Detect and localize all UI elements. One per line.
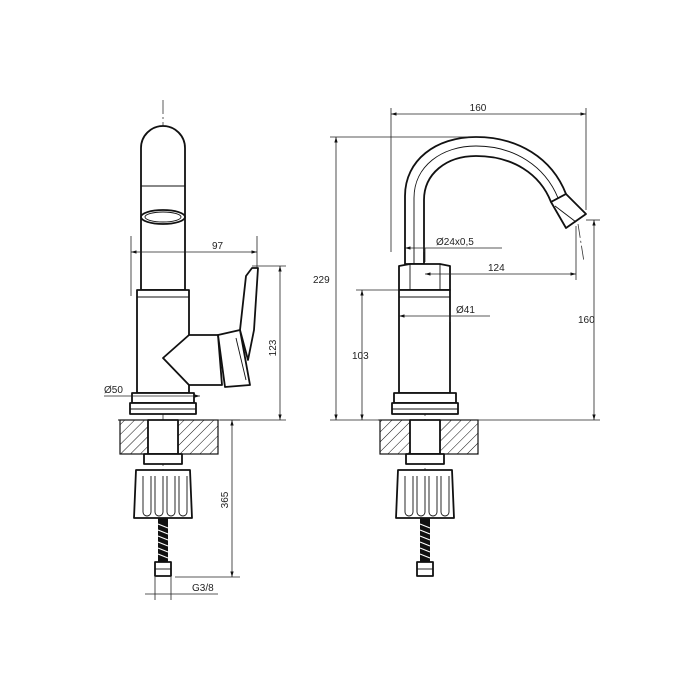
front-view: 160 229 Ø24x0,5 124 Ø41 103 160: [313, 103, 600, 577]
side-handle-lever: [239, 267, 259, 361]
side-hose: [158, 518, 168, 562]
front-spout-outlet: [550, 193, 587, 229]
front-counter-hatch-right: [439, 419, 479, 455]
front-nut-ribs: [404, 476, 450, 517]
side-hose-braid: [157, 523, 169, 559]
side-handle-block: [162, 334, 223, 386]
front-base-flange: [393, 392, 457, 404]
front-base-ring: [391, 402, 459, 415]
dim-103-label: 103: [352, 351, 369, 362]
dim-123-label: 123: [268, 339, 279, 356]
side-base-ring: [129, 402, 197, 415]
front-nut-plate: [405, 453, 445, 465]
dim-d50-label: Ø50: [104, 385, 123, 396]
side-shank: [147, 419, 179, 455]
side-base-flange: [131, 392, 195, 404]
dim-d41-label: Ø41: [456, 305, 475, 316]
side-counter-hatch-left: [119, 419, 149, 455]
front-outlet-axis: [577, 223, 585, 263]
front-gooseneck: [404, 136, 567, 265]
dim-124-label: 124: [488, 263, 505, 274]
dim-229-label: 229: [313, 275, 330, 286]
side-handle-cap: [217, 329, 251, 388]
dim-97-label: 97: [212, 241, 224, 252]
dim-160w-label: 160: [470, 103, 487, 114]
front-gooseneck-mid: [413, 145, 559, 264]
side-nut-ribs: [142, 476, 188, 517]
front-body: [398, 289, 451, 394]
dim-160h-label: 160: [578, 315, 595, 326]
dim-thread-label: G3/8: [192, 583, 214, 594]
side-spout-outlet: [140, 209, 186, 225]
front-collar: [398, 263, 451, 291]
side-view: 97 123 Ø50 365 G3/8: [104, 100, 286, 600]
front-hose: [420, 518, 430, 562]
front-spout-outlet-line: [554, 205, 577, 223]
front-shank: [409, 419, 441, 455]
dim-d24-label: Ø24x0,5: [436, 237, 474, 248]
side-spout-tube: [140, 125, 186, 291]
dim-365-label: 365: [220, 491, 231, 508]
side-counter-hatch-right: [177, 419, 219, 455]
side-spout-outlet-inner: [144, 211, 182, 223]
side-handle-line: [235, 337, 247, 381]
front-counter-hatch-left: [379, 419, 411, 455]
side-nut-plate: [143, 453, 183, 465]
front-hose-braid: [419, 523, 431, 559]
